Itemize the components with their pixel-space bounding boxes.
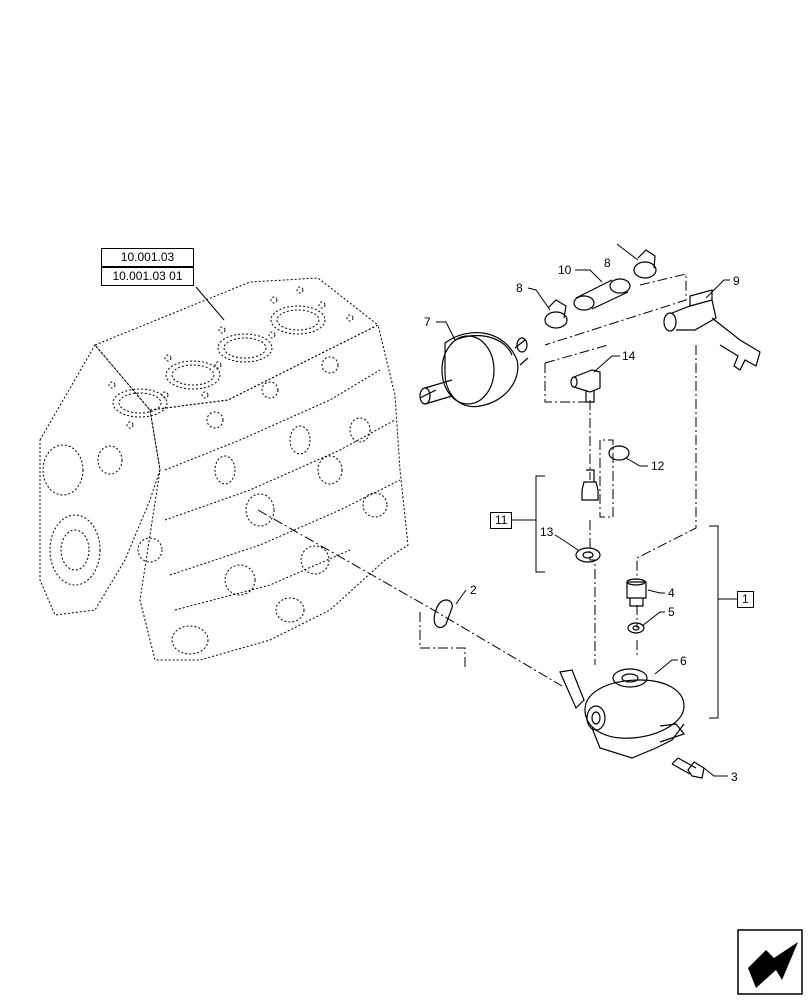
o-ring	[608, 445, 630, 461]
gasket	[433, 599, 453, 629]
callout-4: 4	[668, 586, 675, 600]
reference-box-2[interactable]: 10.001.03 01	[101, 267, 194, 286]
callout-10: 10	[558, 263, 572, 277]
lever-fitting	[663, 289, 761, 371]
sealing-washer	[575, 547, 601, 563]
callout-8b: 8	[604, 256, 611, 270]
group-label-1: 1	[737, 591, 754, 608]
reference-box-1[interactable]: 10.001.03	[101, 248, 194, 267]
group-label-11: 11	[490, 512, 513, 529]
fuel-hose	[573, 278, 631, 311]
next-page-arrow-icon[interactable]	[737, 929, 803, 995]
engine-block	[39, 277, 409, 661]
group-11-bracket	[535, 475, 545, 573]
group-1-bracket	[709, 525, 719, 719]
hose-clamp	[544, 249, 657, 329]
fuel-lift-pump	[559, 668, 686, 759]
callout-7: 7	[424, 315, 431, 329]
fuel-filter	[419, 331, 529, 408]
connector-fitting	[626, 578, 647, 607]
callout-6: 6	[680, 654, 687, 668]
mounting-bolt	[671, 757, 705, 779]
callout-5: 5	[668, 605, 675, 619]
connector-washer	[627, 622, 645, 634]
adapter-fitting	[581, 469, 599, 501]
callout-14: 14	[622, 349, 636, 363]
elbow-fitting	[570, 369, 601, 403]
callout-8a: 8	[516, 281, 523, 295]
callout-12: 12	[651, 459, 665, 473]
callout-13: 13	[540, 525, 554, 539]
callout-2: 2	[470, 583, 477, 597]
callout-9: 9	[733, 274, 740, 288]
callout-3: 3	[731, 770, 738, 784]
